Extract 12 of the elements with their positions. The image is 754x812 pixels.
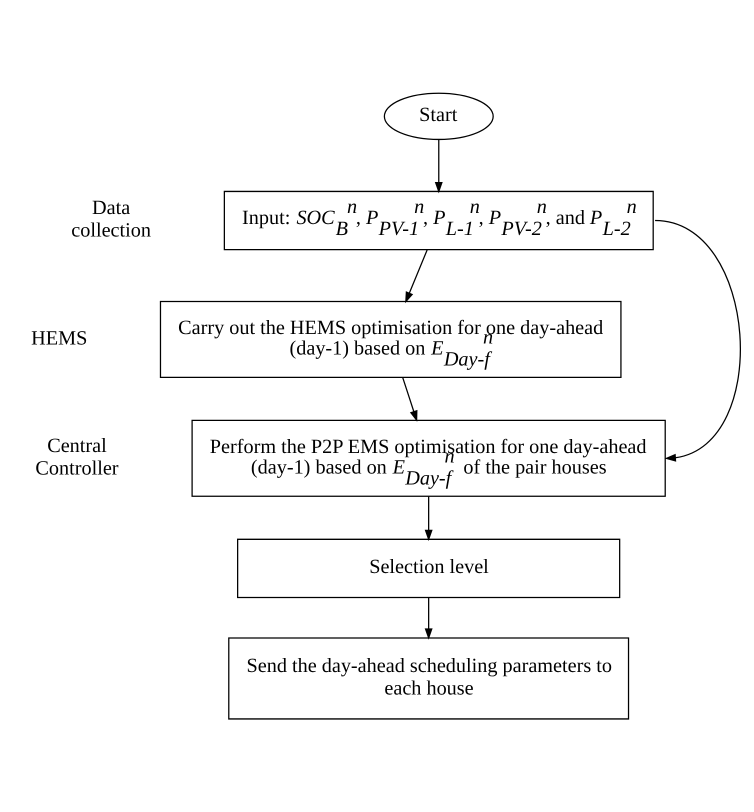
arrow	[402, 377, 418, 422]
node-box: Selection level	[237, 538, 620, 598]
arrow	[434, 140, 443, 194]
arrow	[405, 250, 428, 304]
node-ellipse: Start	[384, 92, 494, 140]
label: HEMS	[31, 327, 88, 350]
label: Data collection	[71, 196, 152, 242]
node-box: Send the day-ahead scheduling parameters to each house	[228, 637, 630, 720]
arrow	[424, 598, 433, 640]
label: Central Controller	[35, 434, 119, 480]
arrow	[424, 496, 433, 542]
arrow	[654, 220, 740, 462]
